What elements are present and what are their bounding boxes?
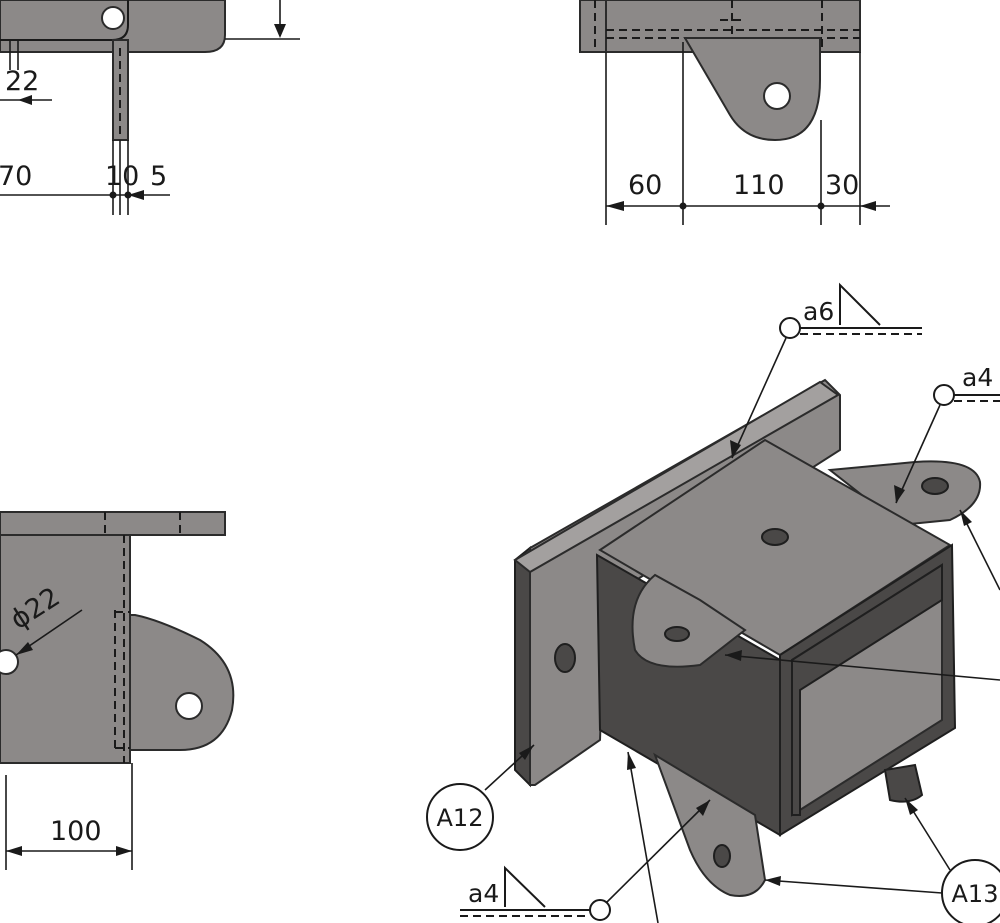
iso-bottom-lug [653, 752, 767, 897]
iso-back-plate-hole [554, 643, 576, 673]
weld-a6-arrow [730, 440, 741, 458]
front-view-hole [0, 649, 19, 675]
iso-back-plate-top [513, 380, 840, 574]
iso-leader-down-arrow [627, 752, 636, 770]
balloon-a13-arrow-1 [905, 798, 918, 815]
iso-bottom-foot [883, 763, 924, 803]
weld-callout-a4-right: a4 [894, 363, 1000, 504]
weld-a6-symbol [839, 282, 881, 326]
weld-a6-circle [779, 317, 801, 339]
top-view-dim-arrow-right [860, 201, 876, 211]
top-view-dim-30: 30 [825, 170, 859, 201]
top-view-dim-dot-1 [679, 202, 687, 210]
iso-top-lug-hole [921, 477, 949, 495]
side-view-dim-10: 10 [105, 161, 139, 192]
top-view-flange [579, 0, 607, 53]
balloon-a13-label: A13 [952, 880, 999, 908]
balloon-a12-label: A12 [437, 804, 484, 832]
iso-leader-right-1-arrow [960, 510, 972, 526]
side-view-dim-dot-1 [109, 191, 117, 199]
weld-a4r-arrow [894, 485, 905, 503]
front-view: ϕ22 100 [0, 511, 235, 870]
front-view-dim-arrow-right [116, 846, 132, 856]
weld-a4r-label: a4 [962, 363, 993, 392]
balloon-a13-leader-2 [764, 879, 943, 894]
iso-tube-inner-shadow [791, 563, 943, 816]
side-view-dim-arrow [274, 24, 286, 38]
iso-front-lug-hole [664, 626, 690, 642]
iso-top-lug [827, 460, 982, 527]
front-view-lug-hole [175, 692, 203, 720]
top-view-dim-dot-2 [817, 202, 825, 210]
iso-leader-right-2 [724, 654, 1000, 681]
balloon-a12-arrow [519, 745, 534, 760]
side-view-dim-22-arrow [18, 95, 32, 105]
side-view-hole [101, 6, 125, 30]
front-view-dim-arrow-left [6, 846, 22, 856]
side-view-dim-22: 22 [5, 66, 39, 97]
iso-leader-down [627, 751, 659, 923]
top-view: 60 110 30 [579, 0, 890, 225]
top-view-dim-arrow-left [606, 201, 624, 211]
weld-a6-leader [731, 337, 787, 459]
weld-callout-a4-bottom: a4 [460, 799, 711, 921]
weld-a4b-leader [606, 799, 711, 903]
weld-a4b-circle [589, 899, 611, 921]
weld-a4b-label: a4 [468, 879, 499, 908]
iso-front-lug [631, 573, 747, 668]
front-view-top-plate [0, 511, 226, 536]
side-view-dim-70: 70 [0, 161, 32, 192]
balloon-a13: A13 [764, 797, 1000, 923]
front-view-body [0, 534, 131, 764]
balloon-a12: A12 [426, 744, 535, 851]
weld-a4b-symbol [504, 865, 546, 908]
balloon-a12-circle [426, 783, 494, 851]
weld-callout-a6: a6 [730, 282, 922, 459]
balloon-a13-circle [941, 859, 1000, 923]
side-view-dim-5: 5 [150, 161, 167, 192]
front-view-lug [129, 614, 235, 751]
top-view-lug-hole [763, 82, 791, 110]
top-view-dim-60: 60 [628, 170, 662, 201]
side-view: 22 70 10 5 [0, 0, 300, 215]
front-view-diameter-arrow [16, 642, 33, 655]
weld-a4r-leader [895, 404, 941, 504]
iso-leader-right-2-arrow [725, 650, 742, 661]
top-view-dim-110: 110 [733, 170, 785, 201]
weld-a6-label: a6 [803, 297, 834, 326]
side-view-dim-5-arrow [128, 190, 144, 200]
iso-tube-top-hole [761, 528, 789, 546]
balloon-a13-arrow-2 [765, 876, 781, 886]
weld-a4b-arrow [696, 800, 710, 816]
top-view-lug [683, 37, 821, 142]
isometric-view: a6 a4 a4 [426, 282, 1000, 923]
front-view-dim-100: 100 [50, 816, 102, 847]
iso-bottom-lug-hole [713, 844, 731, 868]
weld-a4r-circle [933, 384, 955, 406]
